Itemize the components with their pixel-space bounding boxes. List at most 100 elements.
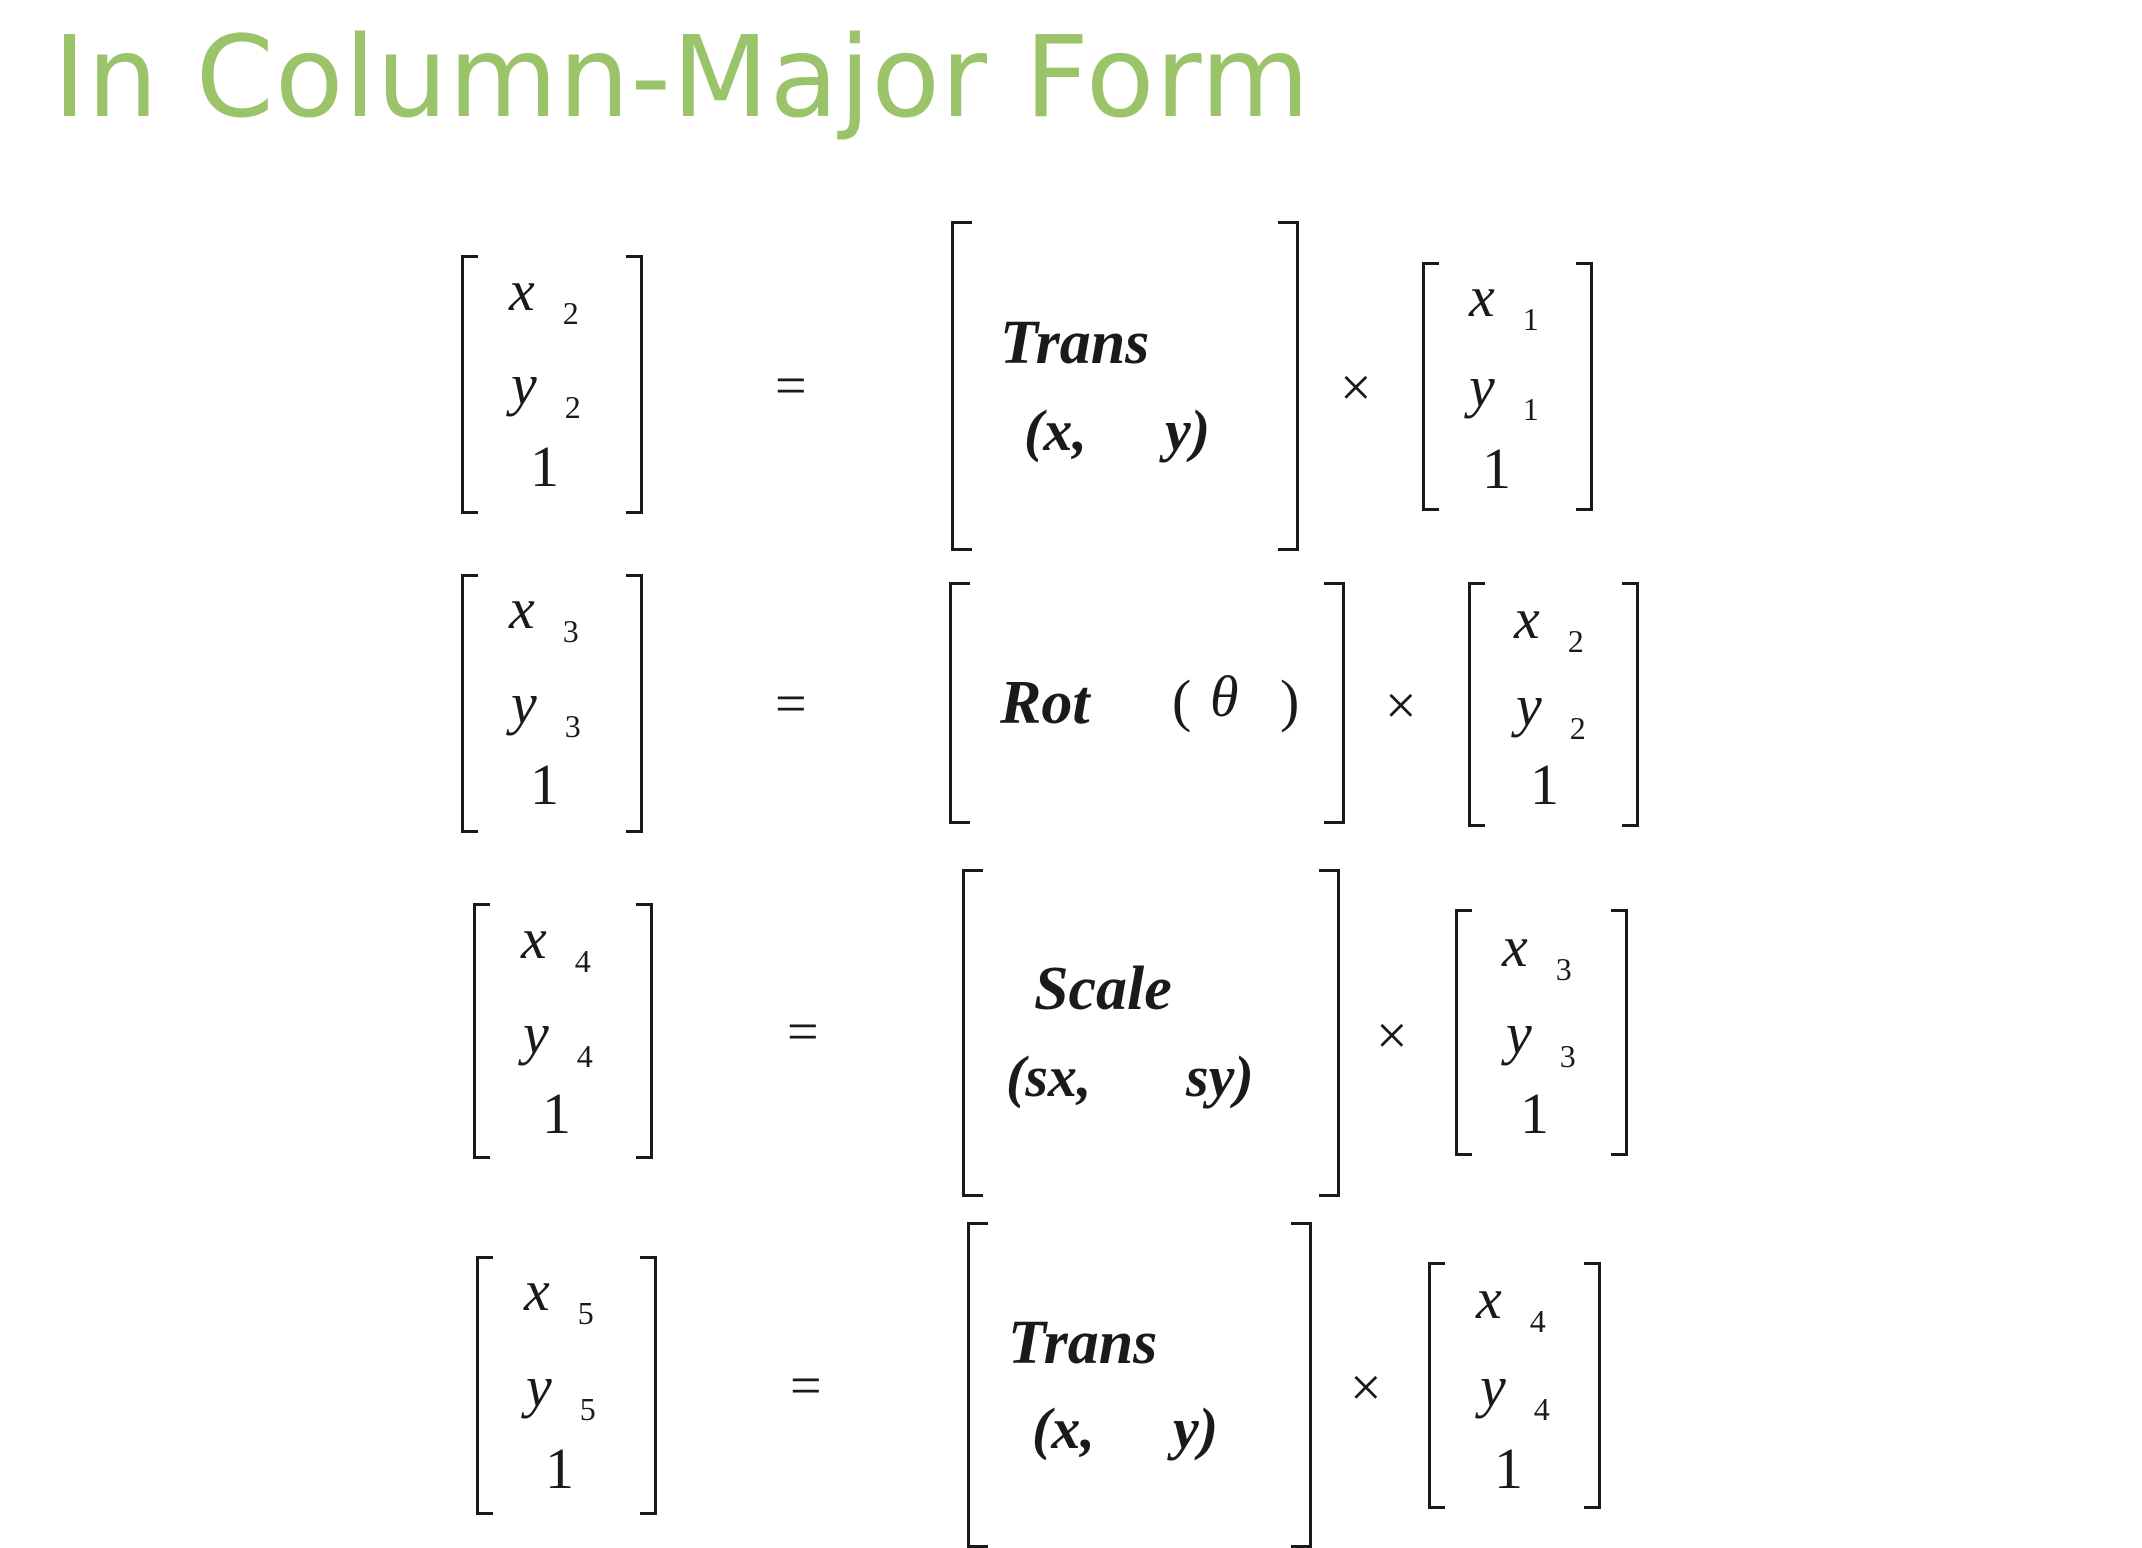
var-y: y xyxy=(1506,1001,1532,1066)
times-sign: × xyxy=(1340,357,1372,419)
subscript: 1 xyxy=(1522,391,1539,427)
left-bracket xyxy=(1422,262,1439,511)
subscript: 3 xyxy=(1555,951,1572,987)
rhs-vector xyxy=(1455,909,1628,1156)
right-bracket xyxy=(1622,582,1639,827)
left-bracket xyxy=(461,574,478,833)
matrix-param-theta: θ xyxy=(1210,664,1239,729)
subscript: 5 xyxy=(577,1295,594,1331)
rhs-one-entry: 1 xyxy=(1482,436,1511,501)
times-sign: × xyxy=(1385,675,1417,737)
subscript: 3 xyxy=(564,708,581,744)
matrix-param-a: (x, xyxy=(1024,398,1087,463)
rhs-vector xyxy=(1422,262,1593,511)
left-bracket xyxy=(967,1222,988,1548)
transform-matrix xyxy=(967,1222,1312,1548)
subscript: 2 xyxy=(562,295,579,331)
right-bracket xyxy=(636,903,653,1159)
times-sign: × xyxy=(1376,1005,1408,1067)
var-y: y xyxy=(1469,354,1495,419)
var-x: x xyxy=(1514,586,1540,651)
left-bracket xyxy=(476,1256,493,1515)
rhs-one-entry: 1 xyxy=(1494,1436,1523,1501)
right-bracket xyxy=(1278,221,1299,551)
matrix-param-b: sy) xyxy=(1186,1044,1254,1109)
lhs-vector xyxy=(461,255,643,514)
subscript: 4 xyxy=(576,1038,593,1074)
matrix-param-b: y) xyxy=(1173,1396,1219,1461)
right-bracket xyxy=(1319,869,1340,1197)
matrix-param-b: y) xyxy=(1165,398,1211,463)
subscript: 1 xyxy=(1522,301,1539,337)
var-x: x xyxy=(524,1258,550,1323)
left-bracket xyxy=(1428,1262,1445,1509)
right-bracket xyxy=(640,1256,657,1515)
subscript: 2 xyxy=(1567,623,1584,659)
equals-sign: = xyxy=(775,355,807,417)
lhs-one-entry: 1 xyxy=(530,434,559,499)
left-bracket xyxy=(962,869,983,1197)
lhs-vector xyxy=(461,574,643,833)
transform-matrix xyxy=(949,582,1345,824)
lhs-one-entry: 1 xyxy=(545,1436,574,1501)
var-y: y xyxy=(511,671,537,736)
var-x: x xyxy=(521,906,547,971)
matrix-param-a: (x, xyxy=(1032,1396,1095,1461)
times-sign: × xyxy=(1350,1357,1382,1419)
lhs-vector xyxy=(476,1256,657,1515)
subscript: 4 xyxy=(1533,1391,1550,1427)
slide-title: In Column-Major Form xyxy=(53,13,1311,143)
subscript: 4 xyxy=(1529,1303,1546,1339)
subscript: 4 xyxy=(574,943,591,979)
matrix-name: Trans xyxy=(1008,1309,1158,1377)
matrix-name: Rot xyxy=(1000,669,1090,737)
matrix-param-close: ) xyxy=(1280,668,1300,733)
equals-sign: = xyxy=(790,1355,822,1417)
right-bracket xyxy=(626,255,643,514)
var-x: x xyxy=(1469,264,1495,329)
subscript: 2 xyxy=(564,389,581,425)
matrix-param-open: ( xyxy=(1172,668,1192,733)
var-x: x xyxy=(1502,914,1528,979)
rhs-vector xyxy=(1428,1262,1601,1509)
right-bracket xyxy=(1611,909,1628,1156)
rhs-one-entry: 1 xyxy=(1530,752,1559,817)
var-y: y xyxy=(1516,673,1542,738)
var-x: x xyxy=(509,258,535,323)
left-bracket xyxy=(949,582,970,824)
subscript: 3 xyxy=(562,613,579,649)
rhs-one-entry: 1 xyxy=(1520,1081,1549,1146)
right-bracket xyxy=(1291,1222,1312,1548)
left-bracket xyxy=(461,255,478,514)
matrix-name: Scale xyxy=(1034,955,1172,1023)
left-bracket xyxy=(951,221,972,551)
equals-sign: = xyxy=(775,673,807,735)
left-bracket xyxy=(473,903,490,1159)
matrix-name: Trans xyxy=(1000,309,1150,377)
var-y: y xyxy=(526,1354,552,1419)
lhs-vector xyxy=(473,903,653,1159)
subscript: 2 xyxy=(1569,710,1586,746)
var-y: y xyxy=(1480,1354,1506,1419)
lhs-one-entry: 1 xyxy=(542,1081,571,1146)
var-y: y xyxy=(523,1001,549,1066)
var-x: x xyxy=(509,576,535,641)
var-x: x xyxy=(1476,1266,1502,1331)
subscript: 3 xyxy=(1559,1038,1576,1074)
rhs-vector xyxy=(1468,582,1639,827)
right-bracket xyxy=(626,574,643,833)
right-bracket xyxy=(1584,1262,1601,1509)
left-bracket xyxy=(1455,909,1472,1156)
